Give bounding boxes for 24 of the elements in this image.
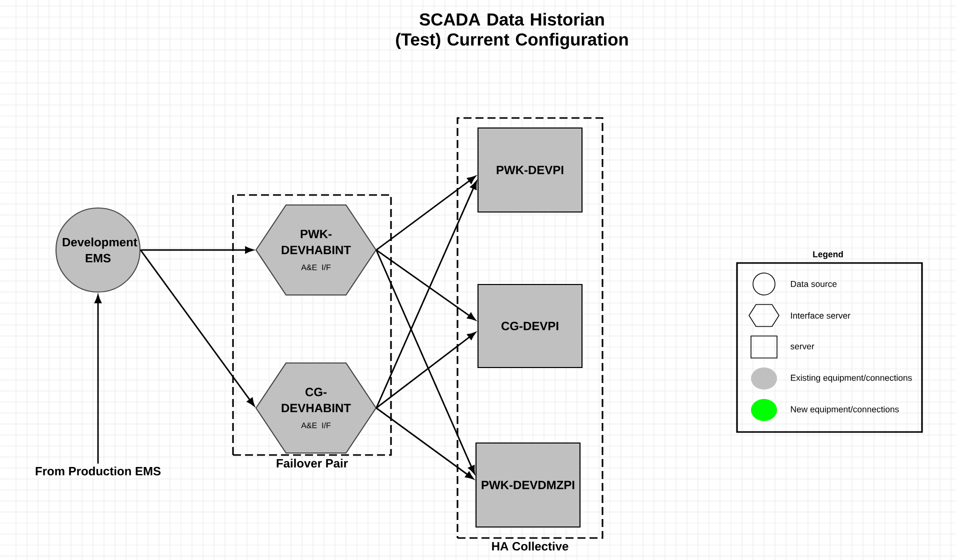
- interface-server-hexagon: CG-DEVHABINT A&E I/F: [255, 362, 377, 454]
- arrow: [376, 176, 476, 251]
- arrow: [94, 294, 102, 464]
- arrow: [376, 249, 476, 320]
- legend-label: Interface server: [791, 312, 850, 319]
- source-label: From Production EMS: [36, 466, 161, 476]
- arrow: [140, 246, 254, 254]
- server-box: PWK-DEVDMZPI: [475, 442, 581, 528]
- title: SCADA Data Historian (Test) Current Configuration: [396, 12, 628, 50]
- legend-label: Existing equipment/connections: [790, 374, 912, 383]
- node-label: Failover Pair: [276, 458, 348, 468]
- server-box: CG-DEVPI: [477, 284, 583, 368]
- arrow: [376, 181, 477, 408]
- legend-label: Data source: [790, 280, 837, 288]
- legend-label: server: [790, 344, 814, 350]
- node-label: HA Collective: [492, 542, 568, 551]
- server-box: PWK-DEVPI: [477, 127, 583, 213]
- legend-title: Legend: [813, 250, 843, 260]
- arrow: [376, 250, 475, 474]
- arrow: [376, 407, 474, 480]
- arrow: [376, 332, 476, 409]
- arrow: [140, 250, 255, 406]
- interface-server-hexagon: PWK-DEVHABINT A&E I/F: [255, 204, 377, 296]
- legend-label: New equipment/connections: [790, 406, 899, 414]
